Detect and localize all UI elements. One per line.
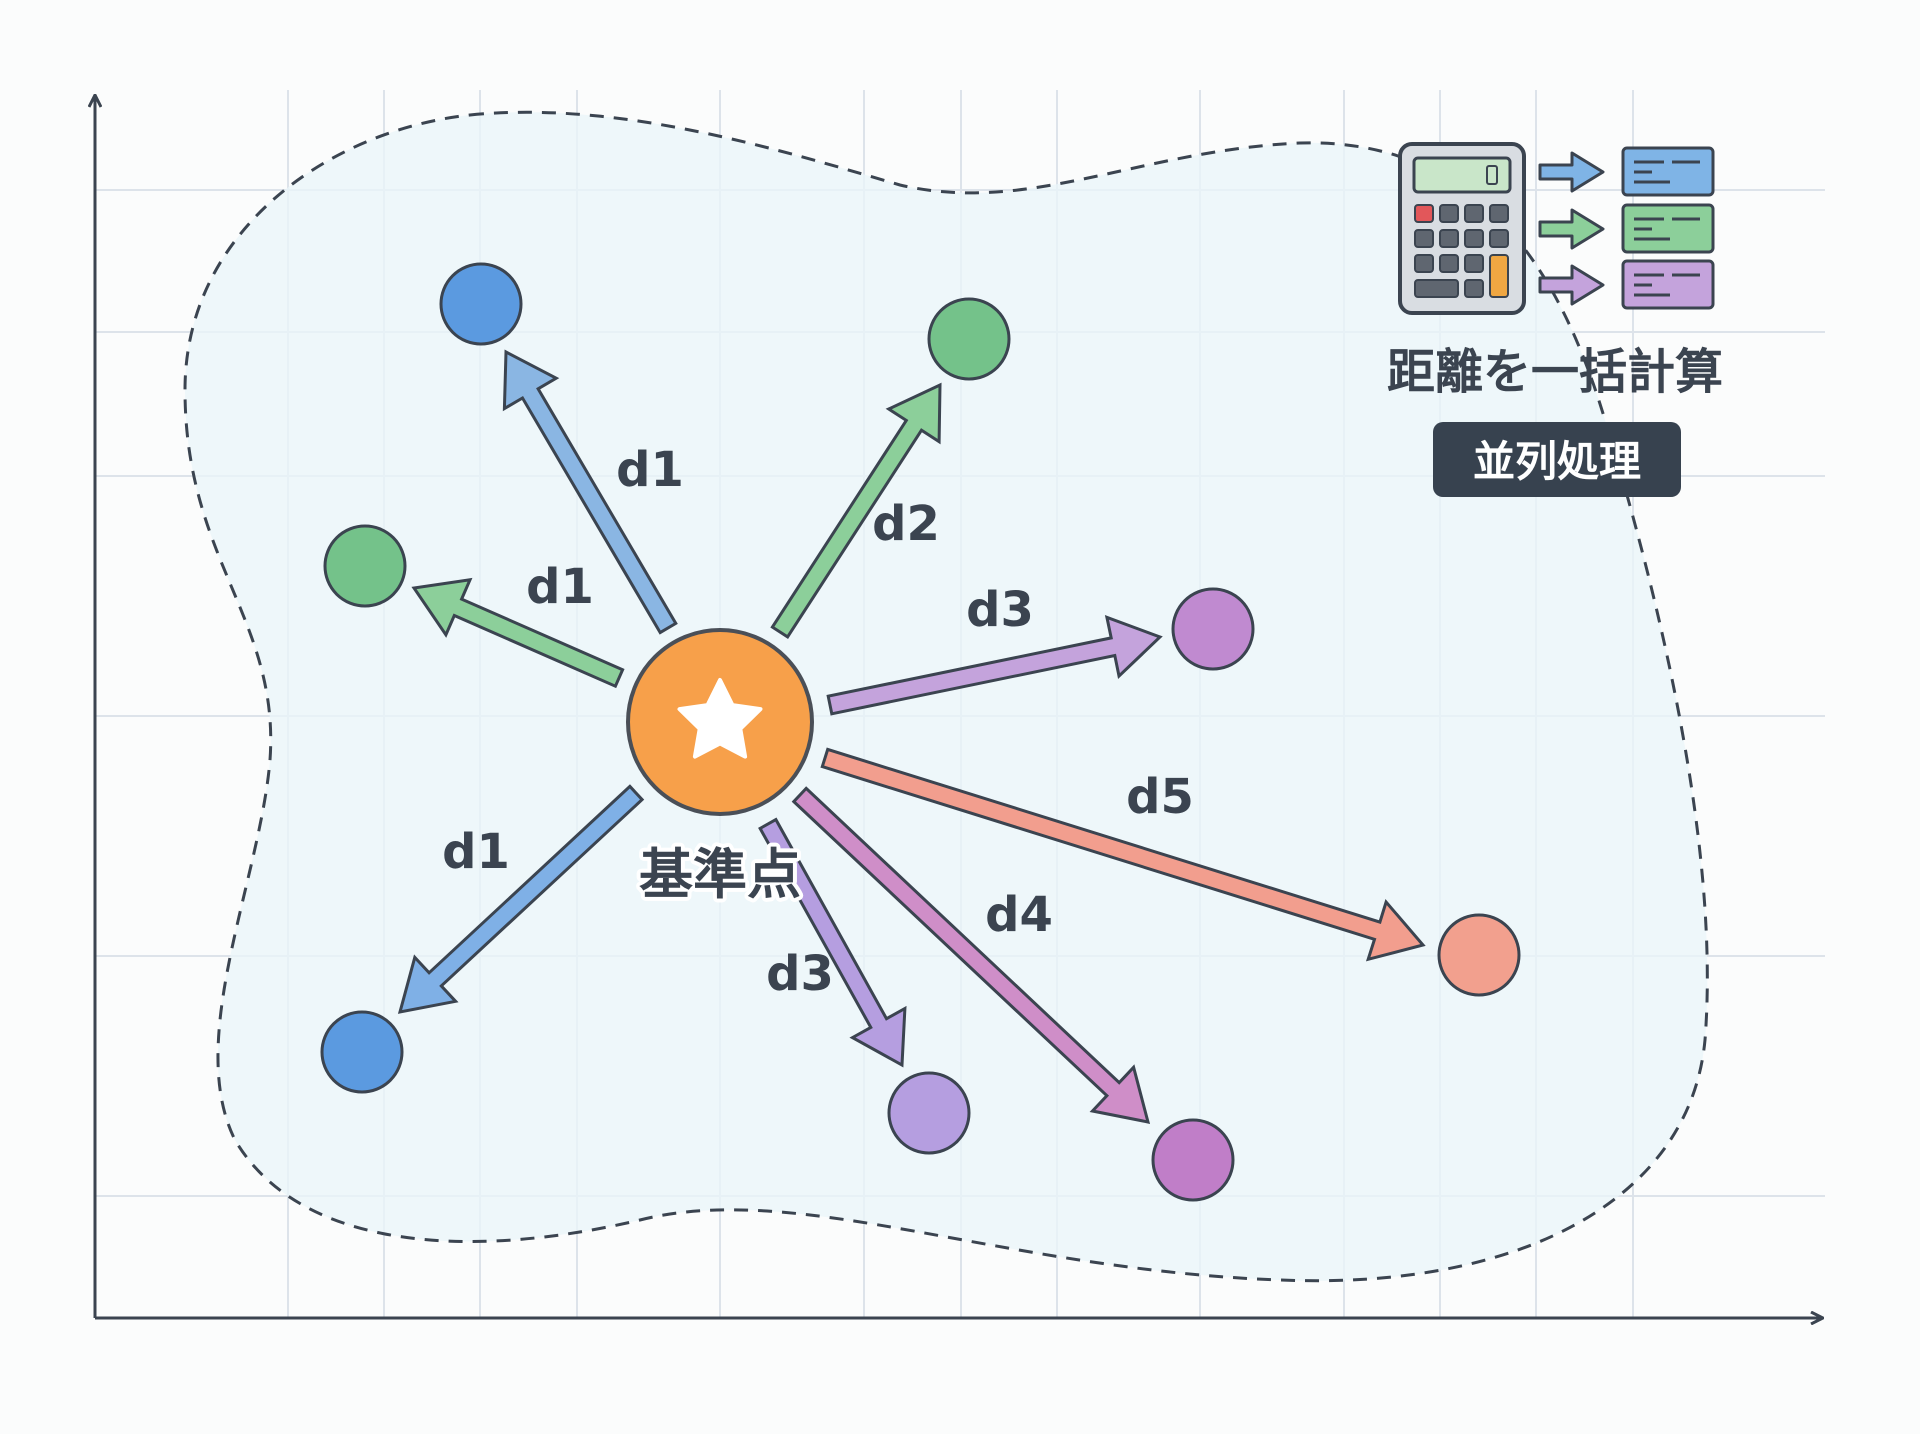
calculator-icon (1398, 142, 1526, 315)
target-point (1437, 913, 1521, 997)
distance-arrow-d1 (411, 577, 625, 689)
distance-arrow-d1 (502, 349, 678, 635)
panel-title: 距離を一括計算 (1387, 344, 1723, 400)
distance-arrow-d1 (397, 784, 645, 1014)
reference-point: 基準点 (626, 628, 814, 910)
output-card (1621, 203, 1715, 254)
target-point (439, 262, 523, 346)
cluster-region (183, 110, 1709, 1283)
distance-label: d2 (872, 496, 940, 552)
distance-label: d5 (1126, 769, 1194, 825)
distance-arrow-d3 (826, 614, 1163, 716)
distance-label: d1 (526, 559, 594, 615)
target-point (323, 524, 407, 608)
parallel-outputs (1538, 146, 1715, 310)
output-arrow (1538, 151, 1605, 193)
distance-label: d1 (442, 824, 510, 880)
distance-arrow-d4 (791, 786, 1151, 1124)
distance-arrows: d1 d1 d2 d3 d1 d3 d4 d5 (397, 349, 1426, 1124)
distance-label: d3 (966, 582, 1034, 638)
target-point (927, 297, 1011, 381)
distance-label: d4 (985, 887, 1053, 943)
star-icon (677, 678, 763, 759)
reference-point-label: 基準点 (639, 843, 801, 906)
output-arrow (1538, 264, 1605, 306)
target-points (320, 262, 1521, 1202)
target-point (1151, 1118, 1235, 1202)
distance-arrow-d2 (770, 382, 942, 639)
target-point (887, 1071, 971, 1155)
output-card (1621, 146, 1715, 197)
output-arrow (1538, 208, 1605, 250)
distance-label: d1 (616, 442, 684, 498)
batch-calc-panel: 距離を一括計算 並列処理 (1387, 142, 1723, 497)
distance-arrow-d3 (758, 817, 907, 1068)
output-card (1621, 259, 1715, 310)
target-point (1171, 587, 1255, 671)
distance-label: d3 (766, 946, 834, 1002)
parallel-badge-label: 並列処理 (1473, 437, 1641, 486)
target-point (320, 1010, 404, 1094)
distance-arrow-d5 (820, 747, 1426, 962)
axes (95, 96, 1822, 1318)
parallel-badge (1433, 422, 1681, 497)
